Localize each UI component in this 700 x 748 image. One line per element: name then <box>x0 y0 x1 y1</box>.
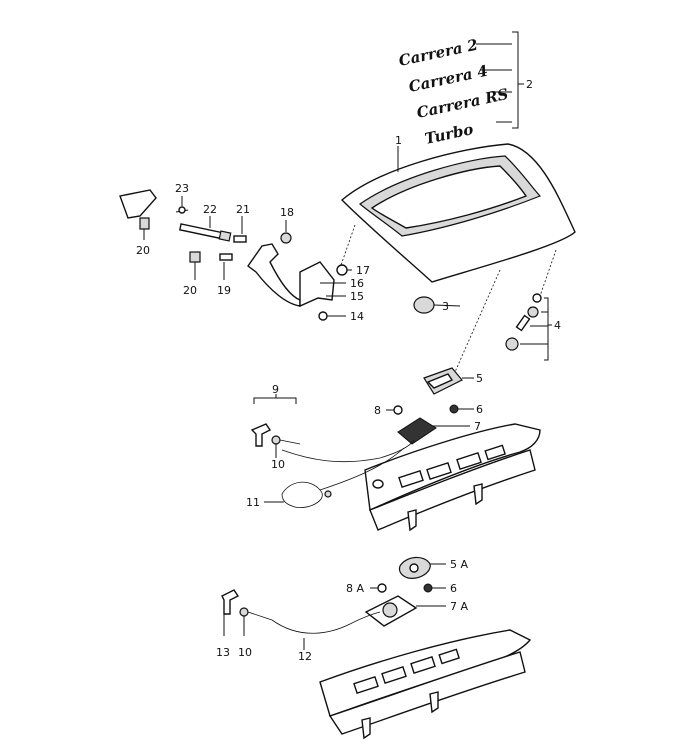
callout-10: 10 <box>271 458 285 471</box>
callout-19: 19 <box>217 284 231 297</box>
callout-13: 13 <box>216 646 230 659</box>
callout-14: 14 <box>350 310 364 323</box>
rear-panel-upper <box>364 423 541 532</box>
callout-6-lower: 6 <box>450 582 457 595</box>
callout-1: 1 <box>395 134 402 147</box>
lock-assembly-lower <box>364 556 446 627</box>
release-cable-lower <box>221 589 381 650</box>
callout-20-upper: 20 <box>136 244 150 257</box>
badge-turbo: Turbo <box>423 120 475 148</box>
hinge-strut-assembly <box>119 189 352 321</box>
release-cable-upper <box>250 394 415 508</box>
callout-18: 18 <box>280 206 294 219</box>
callout-2: 2 <box>526 78 533 91</box>
lock-mechanism <box>386 405 470 445</box>
rubber-stop <box>413 296 461 314</box>
callout-8a: 8 A <box>346 582 364 595</box>
callout-10-lower: 10 <box>238 646 252 659</box>
lid-lock <box>423 367 474 414</box>
callout-21: 21 <box>236 203 250 216</box>
callout-20-lower: 20 <box>183 284 197 297</box>
callout-6: 6 <box>476 403 483 416</box>
callout-11: 11 <box>246 496 260 509</box>
rear-lid <box>339 143 576 373</box>
callout-12: 12 <box>298 650 312 663</box>
badge-group: Carrera 2 Carrera 4 Carrera RS Turbo <box>397 31 524 148</box>
callout-3: 3 <box>442 300 449 313</box>
callout-8: 8 <box>374 404 381 417</box>
callout-7a: 7 A <box>450 600 468 613</box>
callout-17: 17 <box>356 264 370 277</box>
callout-9: 9 <box>272 383 279 396</box>
callout-5: 5 <box>476 372 483 385</box>
callout-4: 4 <box>554 319 561 332</box>
callout-15: 15 <box>350 290 364 303</box>
rear-panel-lower <box>319 629 532 740</box>
callout-labels: 1 2 3 4 5 6 7 8 9 10 11 12 13 10 14 15 1… <box>136 78 561 663</box>
callout-16: 16 <box>350 277 364 290</box>
callout-22: 22 <box>203 203 217 216</box>
fastener-set <box>505 293 552 361</box>
callout-5a: 5 A <box>450 558 468 571</box>
callout-23: 23 <box>175 182 189 195</box>
callout-7: 7 <box>474 420 481 433</box>
